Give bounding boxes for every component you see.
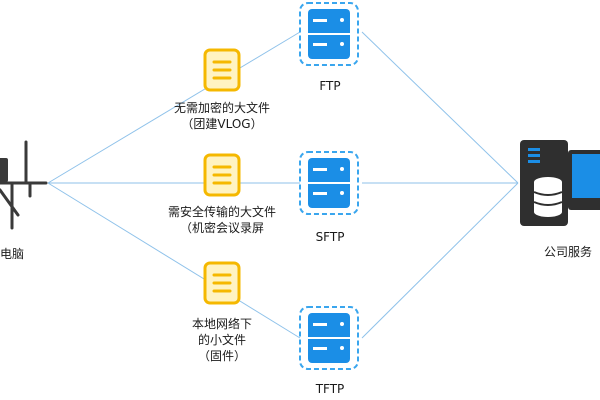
protocol-label-sftp: SFTP [315,230,345,244]
doc-icon-tftp [203,261,241,305]
file-desc-tftp-line2: 的小文件 [197,333,246,347]
protocol-label-ftp: FTP [319,79,341,93]
file-desc-ftp-line2: （团建VLOG） [181,117,263,131]
server-icon-ftp [299,2,359,66]
server-icon-sftp [299,151,359,215]
file-desc-sftp: 需安全传输的大文件 （机密会议录屏 [158,204,286,236]
file-desc-tftp: 本地网络下 的小文件 （固件） [170,316,274,364]
doc-icon-sftp [203,153,241,197]
doc-icon-ftp [203,48,241,92]
file-desc-ftp: 无需加密的大文件 （团建VLOG） [160,100,284,132]
desk-computer-icon [0,140,48,230]
file-desc-sftp-line2: （机密会议录屏 [179,221,264,235]
company-server-icon [520,140,600,226]
link-ftp-server [361,31,519,184]
file-desc-tftp-line1: 本地网络下 [191,317,252,331]
link-tftp-server [361,182,519,339]
file-desc-ftp-line1: 无需加密的大文件 [173,101,270,115]
link-pc-ftp [47,31,301,184]
left-node-label: 电脑 [0,247,25,261]
right-node-label: 公司服务 [544,245,593,259]
server-icon-tftp [299,306,359,370]
link-pc-tftp [47,182,301,339]
file-desc-sftp-line1: 需安全传输的大文件 [167,205,276,219]
file-desc-tftp-line3: （固件） [197,349,246,363]
protocol-label-tftp: TFTP [315,382,345,396]
